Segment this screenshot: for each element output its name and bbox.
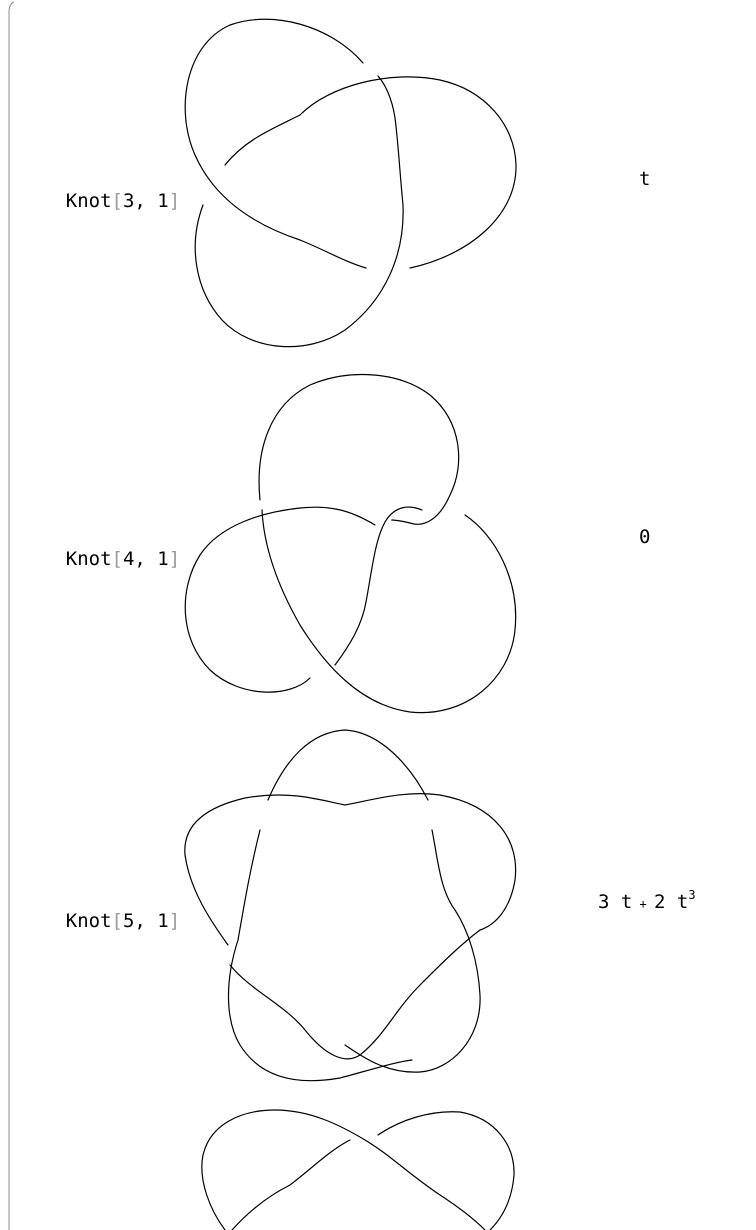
close-bracket: ] xyxy=(168,548,181,570)
knot-label: Knot[3, 1] xyxy=(20,168,180,234)
result-text: 0 xyxy=(639,526,651,548)
knot-head: Knot xyxy=(65,910,112,932)
knot-args: 5, 1 xyxy=(122,910,169,932)
knot-label: Knot[5, 1] xyxy=(20,888,180,954)
close-bracket: ] xyxy=(168,190,181,212)
open-bracket: [ xyxy=(111,910,123,932)
knot-diagram-partial xyxy=(201,1109,515,1230)
result-term-1: 3 t xyxy=(598,891,633,913)
polynomial-result: t xyxy=(639,168,650,190)
polynomial-result: 3 t + 2 t3 xyxy=(598,888,696,913)
knot-row-4-1: Knot[4, 1] 0 xyxy=(0,360,756,720)
open-bracket: [ xyxy=(111,190,123,212)
knot-row-3-1: Knot[3, 1] t xyxy=(0,0,756,360)
close-bracket: ] xyxy=(168,910,181,932)
knot-head: Knot xyxy=(65,548,112,570)
result-text: t xyxy=(639,168,651,190)
knot-label: Knot[4, 1] xyxy=(20,526,180,592)
knot-head: Knot xyxy=(65,190,112,212)
plus-operator: + xyxy=(632,897,655,911)
open-bracket: [ xyxy=(111,548,123,570)
polynomial-result: 0 xyxy=(639,526,650,548)
knot-args: 3, 1 xyxy=(122,190,169,212)
knot-row-5-1: Knot[5, 1] 3 t + 2 t3 xyxy=(0,720,756,1100)
cinquefoil-knot-diagram xyxy=(184,729,517,1082)
trefoil-knot-diagram xyxy=(184,18,517,348)
knot-row-partial xyxy=(0,1100,756,1230)
matrix-left-brace xyxy=(8,1,15,1230)
figure-eight-knot-diagram xyxy=(184,373,517,714)
knot-args: 4, 1 xyxy=(122,548,169,570)
result-term-2: 2 t xyxy=(654,891,689,913)
result-exponent: 3 xyxy=(688,888,696,902)
